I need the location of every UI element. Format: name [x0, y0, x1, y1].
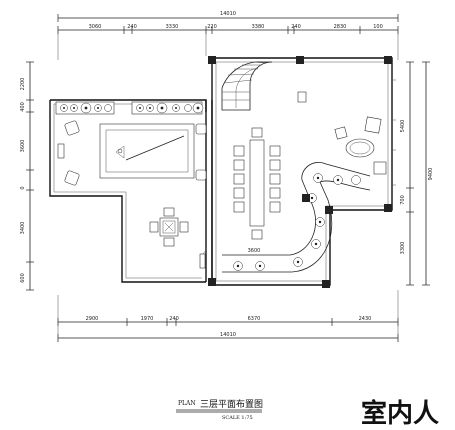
- left-dim-6: 600: [20, 273, 26, 283]
- title-block: PLAN 三层平面布置图 SCALE 1:75: [176, 398, 263, 421]
- left-dim-2: 400: [20, 102, 26, 112]
- left-dimension-chain: 2200 400 3600 0 3400 600: [20, 61, 34, 291]
- bottom-dim-5: 2430: [359, 316, 372, 322]
- tea-table-set: [334, 116, 387, 175]
- bottom-dim-2: 1970: [141, 316, 154, 322]
- bar-width-label: 3600: [248, 248, 261, 254]
- left-dim-3: 3600: [20, 140, 26, 153]
- bottom-total-dim: 14010: [220, 332, 236, 338]
- conference-table: [233, 127, 281, 240]
- bottom-dimension-chain: 2900 1970 240 6370 2430 14010: [57, 290, 399, 342]
- right-dimension-chain: 5400 700 3300 9400: [400, 61, 434, 286]
- planter-row: [55, 101, 204, 115]
- right-dim-3: 3300: [400, 242, 406, 255]
- left-dim-1: 2200: [20, 78, 26, 91]
- bottom-dim-1: 2900: [86, 316, 99, 322]
- top-dim-6: 240: [291, 24, 301, 30]
- left-dim-5: 3400: [20, 222, 26, 235]
- top-dim-3: 3330: [166, 24, 179, 30]
- top-dim-1: 3060: [89, 24, 102, 30]
- pillar: [297, 91, 307, 103]
- right-total-dim: 9400: [428, 168, 434, 181]
- spiral-staircase: [221, 61, 273, 111]
- right-dim-1: 5400: [400, 120, 406, 133]
- drawing-title: 三层平面布置图: [200, 398, 263, 410]
- right-dim-2: 700: [400, 195, 406, 205]
- top-dimension-chain: 14010 3060 240 3330 220 3380 240 2830 10…: [57, 11, 399, 60]
- drawing-scale: SCALE 1:75: [222, 415, 253, 421]
- top-dim-5: 3380: [252, 24, 265, 30]
- bottom-dim-4: 6370: [248, 316, 261, 322]
- left-dim-4: 0: [20, 186, 26, 189]
- billiard-table: [99, 123, 195, 179]
- top-dim-2: 240: [127, 24, 137, 30]
- square-dining-set: [149, 207, 189, 247]
- top-total-dim: 14010: [220, 11, 236, 17]
- top-dim-4: 220: [207, 24, 217, 30]
- curved-bar-counter: 3600: [222, 162, 371, 273]
- watermark-text: 室内人: [361, 398, 439, 429]
- lounge-chairs: [57, 120, 207, 186]
- top-dim-8: 100: [373, 24, 383, 30]
- bottom-dim-3: 240: [169, 316, 179, 322]
- plan-word: PLAN: [178, 400, 196, 407]
- top-dim-7: 2830: [334, 24, 347, 30]
